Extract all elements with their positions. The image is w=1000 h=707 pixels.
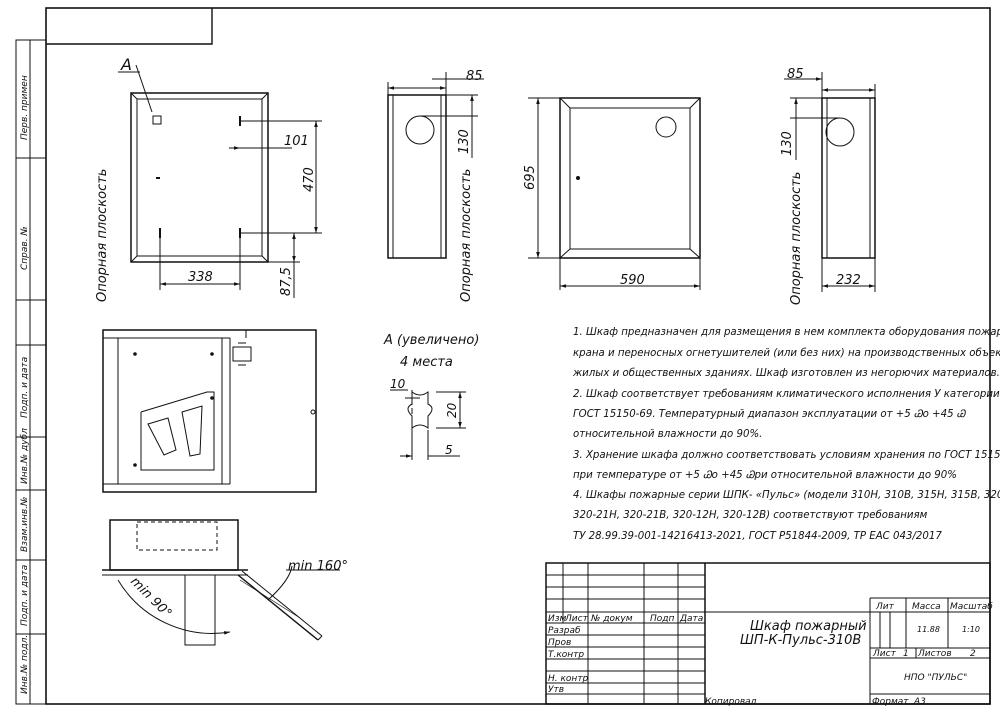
tb-masshtab-val: 1:10 <box>962 625 980 634</box>
dim-695: 695 <box>523 165 538 190</box>
detail-marker-a: A <box>120 55 132 74</box>
sidebar-perv-primen: Перв. примен <box>20 75 30 140</box>
tb-n-kontr: Н. контр <box>548 674 589 684</box>
dim-130-left: 130 <box>457 129 472 154</box>
note-line: при температуре от +5 Ꮚо +45 Ꮚри относит… <box>573 470 957 481</box>
front-door-view <box>528 97 701 290</box>
note-line: крана и переносных огнетушителей (или бе… <box>573 347 1000 359</box>
top-stamp <box>46 8 213 45</box>
note-line: 1. Шкаф предназначен для размещения в не… <box>573 326 1000 338</box>
tb-kopiroval: Копировал <box>705 697 757 707</box>
tb-format-val: А3 <box>913 697 926 707</box>
tb-listov-label: Листов <box>917 649 952 659</box>
side-view-right <box>784 72 876 292</box>
tb-masshtab: Масштаб <box>950 602 993 612</box>
tb-name-line1: Шкаф пожарный <box>750 619 867 634</box>
dim-85-left: 85 <box>466 69 483 84</box>
base-label-right: Опорная плоскость <box>789 172 804 305</box>
sidebar-podp-data-1: Подп. и дата <box>20 357 30 418</box>
note-line: 4. Шкафы пожарные серии ШПК- «Пульс» (мо… <box>573 490 1000 501</box>
sidebar-vzam-inv: Взам.инв.№ <box>20 497 30 552</box>
tb-list-val: 1 <box>903 649 909 659</box>
dim-130-right: 130 <box>780 131 795 156</box>
detail-subtitle: 4 места <box>400 355 453 370</box>
tb-lit: Лит <box>875 602 895 612</box>
tb-company: НПО "ПУЛЬС" <box>904 673 967 683</box>
note-line: относительной влажности до 90%. <box>573 429 762 440</box>
note-line: 3. Хранение шкафа должно соответствовать… <box>573 450 1000 461</box>
title-block <box>545 562 991 705</box>
dim-338: 338 <box>188 270 213 285</box>
base-label-front: Опорная плоскость <box>95 169 110 302</box>
front-view <box>118 64 322 298</box>
tb-name-line2: ШП-К-Пульс-310В <box>740 633 861 648</box>
tb-list: Лист <box>564 614 589 624</box>
sidebar-inv-dubl: Инв.№ дубл <box>20 428 30 484</box>
note-line: 2. Шкаф соответствует требованиям климат… <box>573 388 1000 400</box>
sidebar-podp-data-2: Подп. и дата <box>20 565 30 626</box>
plan-view <box>102 519 340 646</box>
tb-izm: Изм <box>548 614 567 624</box>
note-line: жилых и общественных зданиях. Шкаф изгот… <box>572 367 1000 379</box>
side-view-left <box>387 72 484 259</box>
dim-10: 10 <box>390 377 406 391</box>
tb-data: Дата <box>679 614 703 624</box>
sidebar-sprav-no: Справ. № <box>20 226 30 270</box>
note-line: ТУ 28.99.39-001-14216413-2021, ГОСТ Р518… <box>573 531 942 542</box>
dim-85-right: 85 <box>787 67 804 82</box>
dim-20: 20 <box>445 402 459 418</box>
tb-massa-val: 11.88 <box>917 625 940 634</box>
dim-470: 470 <box>302 167 317 192</box>
dim-875: 87,5 <box>279 267 294 296</box>
tb-listov-val: 2 <box>970 649 976 659</box>
open-door-view <box>102 329 317 493</box>
tb-utv: Утв <box>548 685 564 695</box>
min-160-label: min 160° <box>288 559 348 574</box>
dim-5: 5 <box>445 443 453 457</box>
tb-razrab: Разраб <box>548 626 581 636</box>
tb-format: Формат <box>872 697 909 707</box>
dim-101: 101 <box>284 134 309 149</box>
tb-no-dokum: № докум <box>590 614 633 624</box>
tb-prov: Пров <box>548 638 571 648</box>
note-line: ГОСТ 15150-69. Температурный диапазон эк… <box>573 409 967 420</box>
dim-590: 590 <box>620 273 645 288</box>
note-line: 320-21Н, 320-21В, 320-12Н, 320-12В) соот… <box>573 509 928 521</box>
detail-title: А (увеличено) <box>383 333 479 348</box>
dim-232: 232 <box>836 273 861 288</box>
left-sidebar <box>15 39 47 705</box>
sidebar-inv-podl: Инв.№ подл. <box>20 635 30 694</box>
base-label-left: Опорная плоскость <box>459 169 474 302</box>
tb-podp: Подп <box>650 614 674 624</box>
detail-a <box>390 389 466 460</box>
tb-t-kontr: Т.контр <box>548 650 584 660</box>
tb-massa: Масса <box>912 602 941 612</box>
technical-notes: 1. Шкаф предназначен для размещения в не… <box>572 326 1000 542</box>
tb-list-label: Лист <box>872 649 897 659</box>
